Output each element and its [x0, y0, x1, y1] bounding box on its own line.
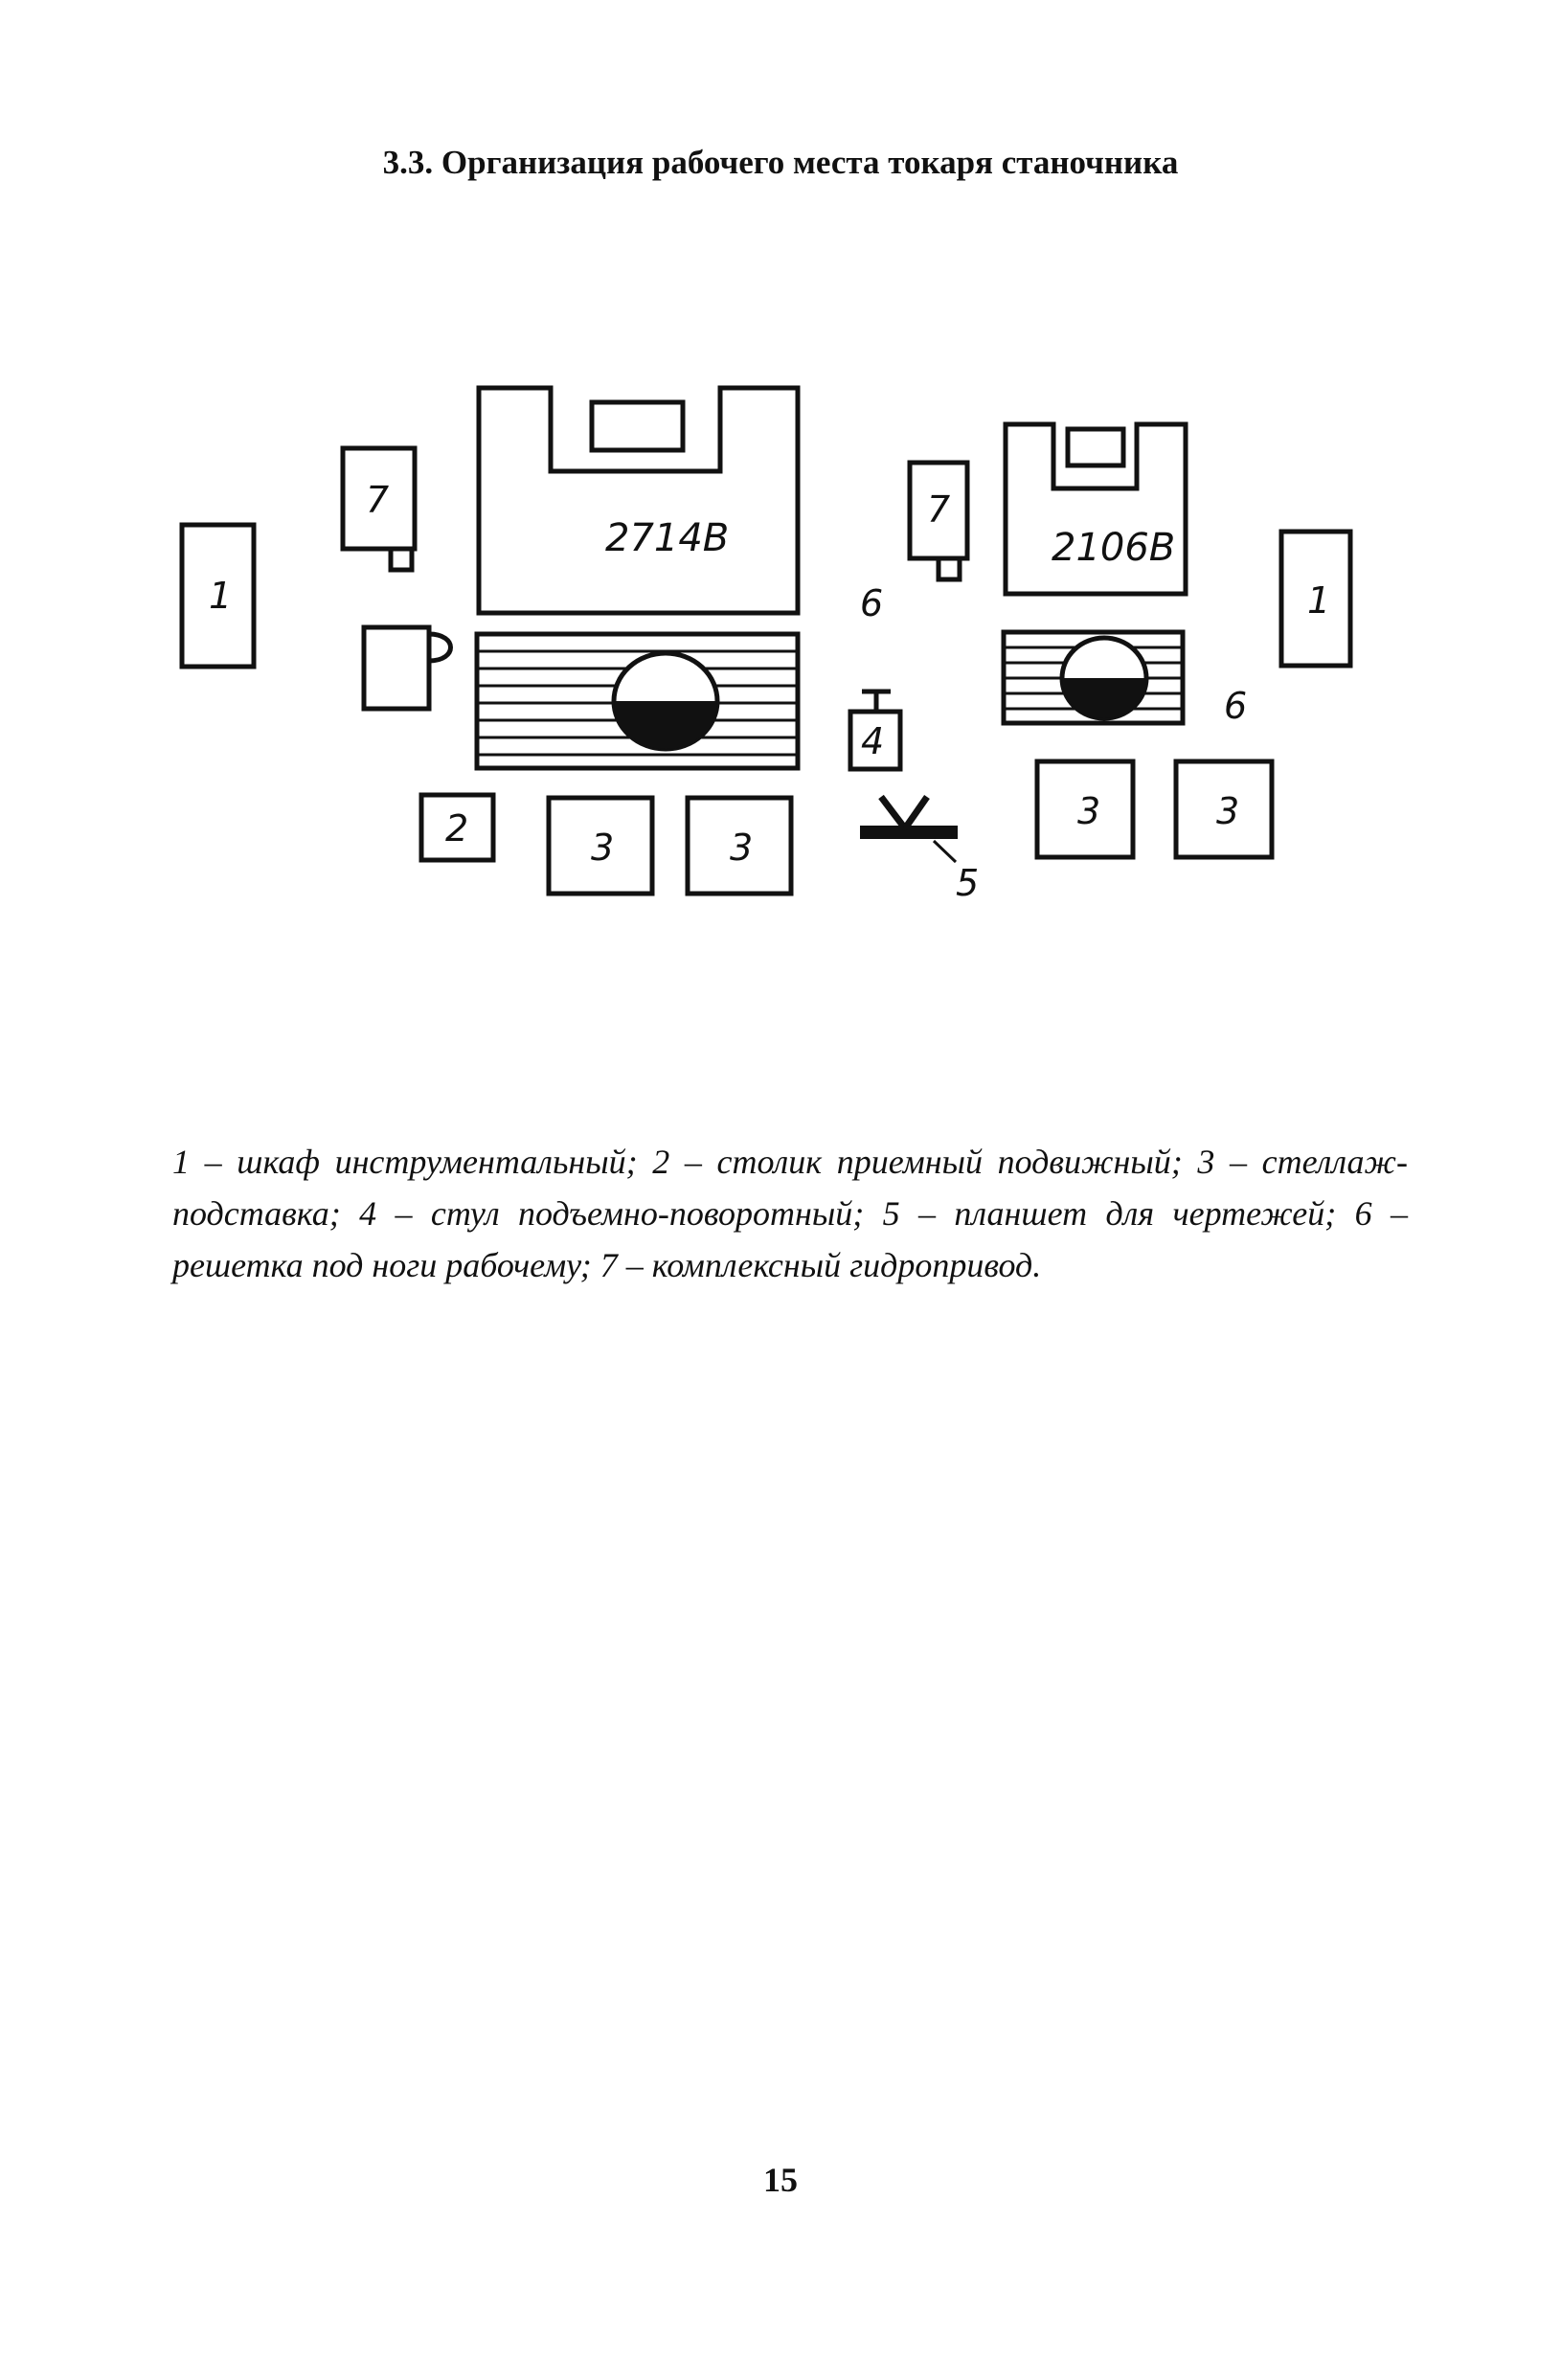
receiving-table	[419, 792, 496, 863]
section-heading: 3.3. Организация рабочего места токаря с…	[382, 144, 1179, 181]
drawing-board-label: 5	[956, 862, 979, 904]
rack-left-2	[685, 795, 794, 896]
tool-cabinet-right	[1278, 529, 1353, 669]
tool-cabinet-left-label: 1	[209, 575, 232, 617]
rack-right-2	[1173, 759, 1275, 860]
workplace-layout-diagram: 1 7 2714В 2 3 3 6 4	[179, 385, 1353, 904]
tool-cabinet-left	[179, 522, 257, 669]
machine-2106b	[1003, 421, 1188, 597]
machine-2106b-panel	[1065, 426, 1126, 468]
worker-left	[611, 650, 720, 752]
hydraulic-drive-right-tab	[936, 555, 962, 582]
rack-right-1-label: 3	[1077, 790, 1100, 832]
rack-left-2-label: 3	[730, 827, 753, 869]
foot-grate-right-label: 6	[1224, 685, 1247, 727]
receiving-table-label: 2	[445, 807, 468, 850]
foot-grate-center-label: 6	[860, 582, 883, 624]
diagram-legend: 1 – шкаф инструментальный; 2 – столик пр…	[172, 1143, 1408, 1284]
page-number: 15	[763, 2161, 798, 2199]
machine-2714b	[476, 385, 801, 616]
side-device-left	[361, 624, 432, 712]
hydraulic-drive-left-label: 7	[366, 479, 389, 521]
tool-cabinet-right-label: 1	[1307, 579, 1330, 622]
machine-2714b-label: 2714В	[605, 516, 729, 560]
rack-left-1-label: 3	[591, 827, 614, 869]
drawing-board	[860, 794, 958, 864]
rack-right-1	[1034, 759, 1136, 860]
machine-2714b-panel	[589, 399, 686, 453]
hydraulic-drive-right	[907, 460, 970, 561]
hydraulic-drive-left	[340, 445, 418, 552]
swivel-chair	[848, 689, 903, 772]
rack-right-2-label: 3	[1216, 790, 1239, 832]
hydraulic-drive-right-label: 7	[927, 488, 950, 531]
worker-right	[1059, 635, 1149, 721]
hydraulic-drive-left-tab	[388, 546, 415, 573]
rack-left-1	[546, 795, 655, 896]
machine-2106b-label: 2106В	[1052, 526, 1175, 570]
swivel-chair-label: 4	[861, 720, 884, 762]
